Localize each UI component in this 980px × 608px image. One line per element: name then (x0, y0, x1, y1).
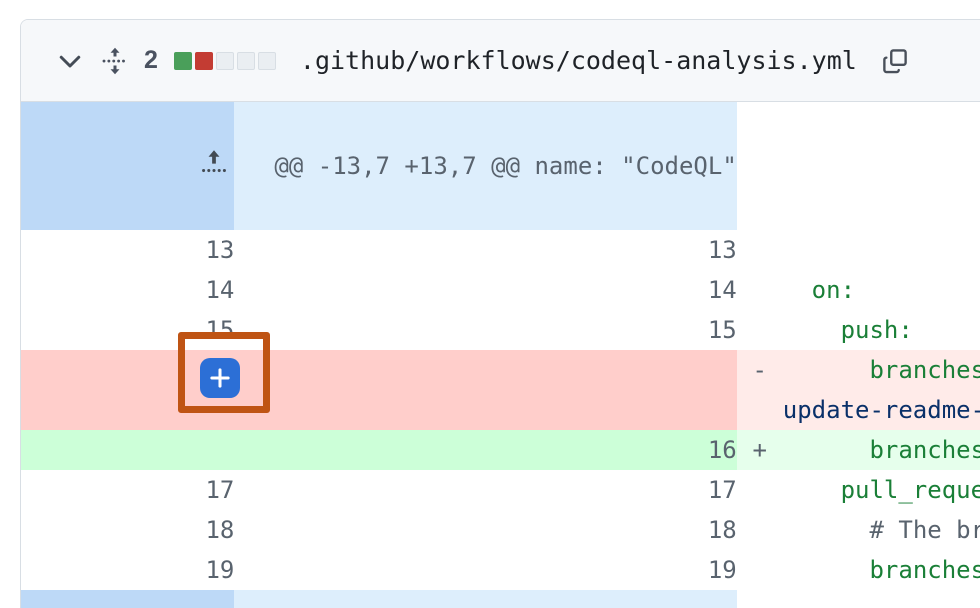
table-row: 15 15 push: (21, 310, 980, 350)
code-line: branches: [ main ] (782, 550, 980, 590)
line-number-old[interactable]: 15 (21, 310, 235, 350)
code-indent (783, 276, 812, 304)
changed-lines-count: 2 (144, 46, 158, 74)
diffstat-square-empty (257, 51, 276, 70)
line-number-old[interactable]: 18 (21, 510, 235, 550)
chevron-down-icon[interactable] (48, 39, 92, 83)
line-marker (736, 470, 783, 510)
code-indent (783, 436, 870, 464)
hunk-header: @@ -13,7 +13,7 @@ name: "CodeQL" (234, 102, 737, 230)
table-row-deletion: 16 - branches: [ main, add-emoji, add-re… (21, 350, 980, 430)
expand-up-button[interactable] (21, 102, 235, 230)
line-number-old[interactable]: 13 (21, 230, 235, 270)
code-key: branches: (869, 556, 980, 584)
diff-table: @@ -13,7 +13,7 @@ name: "CodeQL" 13 13 1… (21, 102, 980, 608)
line-marker (736, 550, 783, 590)
line-marker (736, 510, 783, 550)
line-number-new[interactable]: 18 (234, 510, 737, 550)
code-line (782, 230, 980, 270)
line-number-old[interactable] (21, 430, 235, 470)
code-indent (783, 356, 870, 384)
line-number-old[interactable]: 17 (21, 470, 235, 510)
code-key: push: (840, 316, 913, 344)
code-key: branches: (869, 356, 980, 384)
table-row: 19 19 branches: [ main ] (21, 550, 980, 590)
code-comment: # The branches below must be a subset of… (869, 516, 980, 544)
diffstat-square-empty (236, 51, 255, 70)
hunk-header-bottom (234, 590, 737, 608)
table-row: 17 17 pull_request: (21, 470, 980, 510)
expand-down-row[interactable] (21, 590, 980, 608)
copy-icon[interactable] (877, 43, 913, 79)
file-diff-card: 2 .github/workflows/codeql-analysis.yml (20, 19, 980, 608)
code-key: branches: (869, 436, 980, 464)
table-row: 13 13 (21, 230, 980, 270)
file-header: 2 .github/workflows/codeql-analysis.yml (21, 20, 980, 102)
unfold-vertical-icon[interactable] (98, 44, 132, 78)
file-path[interactable]: .github/workflows/codeql-analysis.yml (299, 46, 857, 75)
line-number-old[interactable]: 19 (21, 550, 235, 590)
line-number-new[interactable] (234, 350, 737, 430)
line-number-new[interactable]: 19 (234, 550, 737, 590)
line-marker (736, 270, 783, 310)
line-number-new[interactable]: 13 (234, 230, 737, 270)
expand-up-icon (194, 142, 234, 182)
code-line-deleted: branches: [ main, add-emoji, add-read-fi… (782, 350, 980, 430)
code-value-wrapped: update-readme-5 ] (782, 396, 980, 424)
line-number-new[interactable]: 15 (234, 310, 737, 350)
table-row: 14 14 on: (21, 270, 980, 310)
code-line: push: (782, 310, 980, 350)
add-comment-button[interactable] (200, 358, 240, 398)
code-line-added: branches: [ main, add-emoji, branch-, br… (782, 430, 980, 470)
code-key: pull_request: (840, 476, 980, 504)
code-line: on: (782, 270, 980, 310)
table-row: 18 18 # The branches below must be a sub… (21, 510, 980, 550)
line-marker (736, 230, 783, 270)
table-row-addition: 16 + branches: [ main, add-emoji, branch… (21, 430, 980, 470)
code-line: # The branches below must be a subset of… (782, 510, 980, 550)
line-marker (736, 310, 783, 350)
line-number-new[interactable]: 14 (234, 270, 737, 310)
code-line: pull_request: (782, 470, 980, 510)
expand-up-row[interactable]: @@ -13,7 +13,7 @@ name: "CodeQL" (21, 102, 980, 230)
addition-marker: + (736, 430, 783, 470)
code-indent (783, 516, 870, 544)
line-number-old[interactable]: 14 (21, 270, 235, 310)
diffstat-square-deleted (194, 51, 213, 70)
code-key: on: (811, 276, 856, 304)
deletion-marker: - (736, 350, 783, 430)
line-number-new[interactable]: 17 (234, 470, 737, 510)
code-indent (783, 556, 870, 584)
code-indent (783, 476, 841, 504)
diffstat-square-added (173, 51, 192, 70)
diffstat-square-empty (215, 51, 234, 70)
line-number-new[interactable]: 16 (234, 430, 737, 470)
diffstat-bar (173, 51, 276, 70)
expand-down-button[interactable] (21, 590, 235, 608)
code-indent (783, 316, 841, 344)
